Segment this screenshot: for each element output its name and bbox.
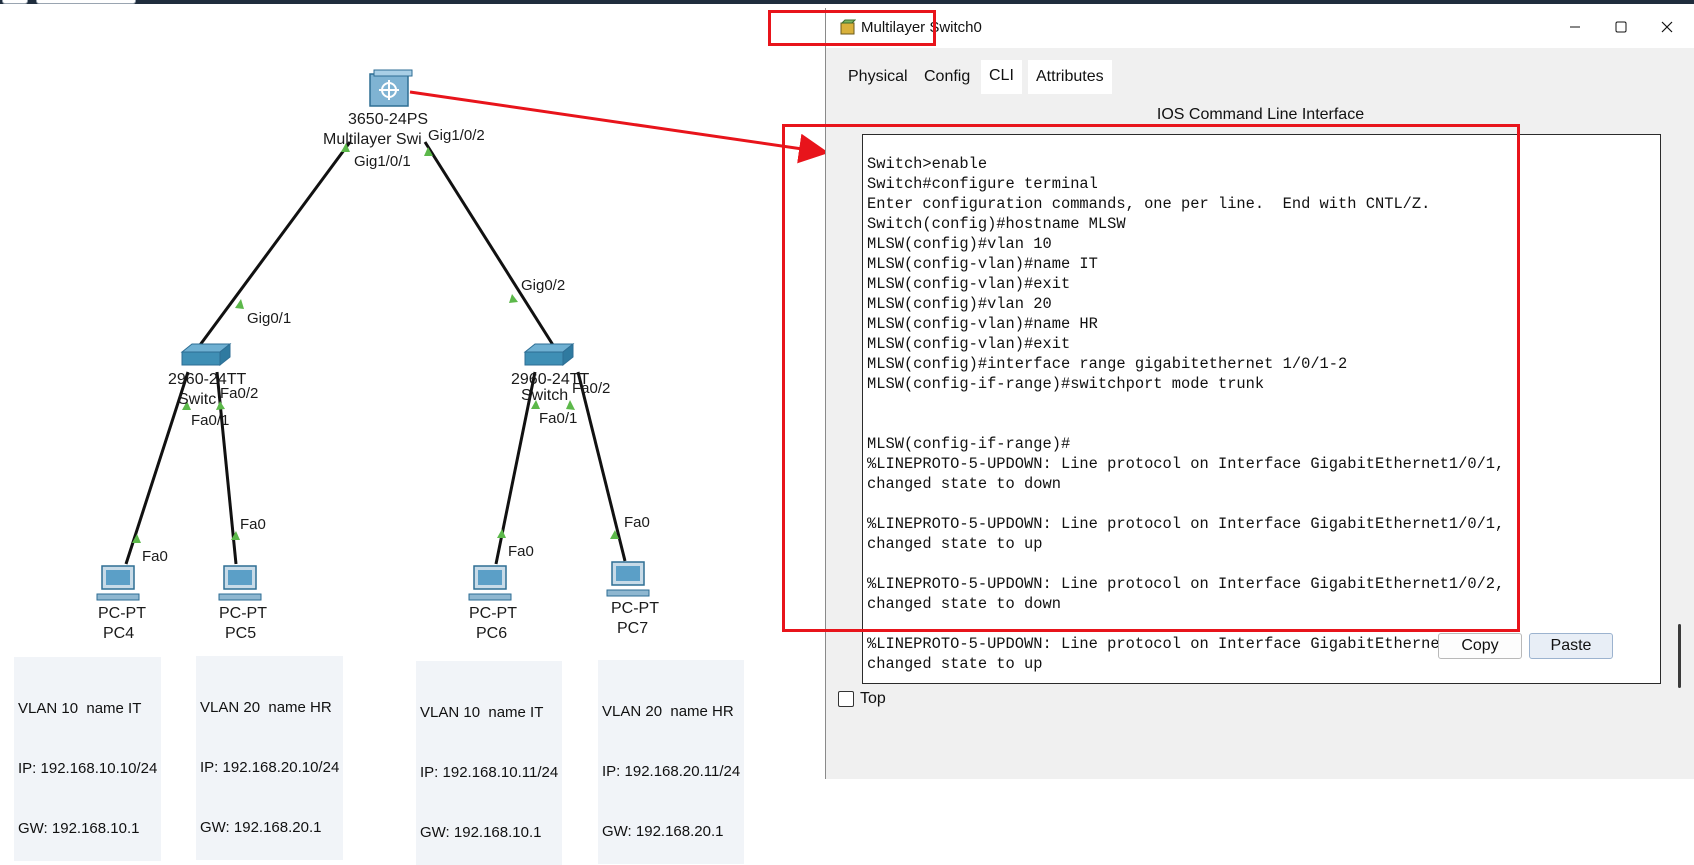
pc-note: VLAN 10 name IT IP: 192.168.10.11/24 GW:…	[416, 661, 563, 865]
minimize-button[interactable]	[1552, 12, 1598, 42]
cli-console[interactable]: Switch>enable Switch#configure terminal …	[862, 134, 1661, 684]
pc-icon[interactable]	[96, 565, 140, 601]
switch-name: Switch	[521, 387, 568, 404]
port-label: Fa0/2	[220, 385, 258, 402]
annotation-arrow	[409, 90, 825, 164]
switch-model: 2960-24TT	[511, 371, 589, 388]
tab-attributes[interactable]: Attributes	[1028, 60, 1112, 94]
port-label: Fa0/1	[191, 412, 229, 429]
port-label: Gig0/1	[247, 310, 291, 327]
note-ip: IP: 192.168.10.11/24	[420, 764, 559, 781]
link-core-sw1	[198, 141, 352, 346]
topology-canvas[interactable]: 3650-24PS Multilayer Swi Gig1/0/2 Gig1/0…	[0, 0, 825, 779]
scrollbar-thumb[interactable]	[1678, 624, 1681, 688]
link-sw1-pc4	[124, 371, 190, 565]
tab-config[interactable]: Config	[924, 68, 971, 85]
close-button[interactable]	[1644, 12, 1690, 42]
port-label: Fa0/1	[539, 410, 577, 427]
cli-highlight-box	[782, 124, 1520, 632]
top-option: Top	[838, 690, 886, 708]
port-up-icon	[509, 294, 518, 303]
port-up-icon	[182, 401, 191, 410]
multilayer-switch-icon[interactable]	[369, 69, 413, 107]
pc-type: PC-PT	[469, 605, 517, 622]
note-gw: GW: 192.168.10.1	[18, 820, 140, 837]
pc-name: PC6	[476, 625, 507, 642]
switch-model: 2960-24TT	[168, 371, 246, 388]
switch-name: Switc	[178, 391, 216, 408]
cli-output[interactable]: Switch>enable Switch#configure terminal …	[867, 155, 1505, 673]
close-icon	[1661, 21, 1673, 33]
pc-note: VLAN 20 name HR IP: 192.168.20.11/24 GW:…	[598, 660, 745, 864]
note-vlan: VLAN 10 name IT	[420, 704, 544, 721]
port-up-icon	[132, 534, 141, 543]
pc-icon[interactable]	[606, 561, 650, 597]
window-titlebar[interactable]: Multilayer Switch0	[826, 8, 1694, 48]
note-ip: IP: 192.168.10.10/24	[18, 760, 158, 777]
top-label: Top	[860, 690, 886, 707]
panel-title: IOS Command Line Interface	[1156, 106, 1365, 123]
note-vlan: VLAN 20 name HR	[602, 703, 734, 720]
maximize-button[interactable]	[1598, 12, 1644, 42]
title-highlight-box	[768, 10, 936, 46]
port-label: Gig1/0/2	[428, 127, 485, 144]
taskbar-button[interactable]	[2, 0, 28, 4]
port-up-icon	[566, 400, 575, 410]
pc-type: PC-PT	[98, 605, 146, 622]
port-status-markers	[132, 143, 619, 543]
pc-name: PC4	[103, 625, 134, 642]
port-label: Fa0	[142, 548, 168, 565]
pc-icon[interactable]	[468, 565, 512, 601]
cli-panel: IOS Command Line Interface Switch>enable…	[840, 94, 1681, 689]
copy-button[interactable]: Copy	[1438, 633, 1522, 659]
port-label: Gig1/0/1	[354, 153, 411, 170]
port-up-icon	[497, 529, 506, 538]
switch-icon[interactable]	[180, 342, 232, 367]
note-gw: GW: 192.168.20.1	[602, 823, 724, 840]
tab-physical[interactable]: Physical	[848, 68, 908, 85]
note-ip: IP: 192.168.20.11/24	[602, 763, 741, 780]
device-window: Multilayer Switch0 Physical Config CLI A…	[825, 8, 1694, 779]
port-up-icon	[216, 401, 225, 410]
switch-icon[interactable]	[523, 342, 575, 367]
note-ip: IP: 192.168.20.10/24	[200, 759, 340, 776]
port-up-icon	[231, 531, 240, 540]
pc-note: VLAN 10 name IT IP: 192.168.10.10/24 GW:…	[14, 657, 162, 861]
port-label: Fa0	[240, 516, 266, 533]
port-label: Fa0/2	[572, 380, 610, 397]
port-up-icon	[531, 400, 540, 409]
core-switch-model: 3650-24PS	[348, 111, 428, 128]
port-up-icon	[341, 143, 350, 152]
port-up-icon	[424, 147, 433, 156]
core-switch-name: Multilayer Swi	[323, 131, 422, 148]
multilayer-switch-icon	[840, 19, 856, 35]
pc-icon[interactable]	[218, 565, 262, 601]
paste-button[interactable]: Paste	[1529, 633, 1613, 659]
pc-name: PC7	[617, 620, 648, 637]
minimize-icon	[1570, 26, 1580, 28]
note-vlan: VLAN 10 name IT	[18, 700, 142, 717]
pc-note: VLAN 20 name HR IP: 192.168.20.10/24 GW:…	[196, 656, 344, 860]
note-gw: GW: 192.168.10.1	[420, 824, 542, 841]
taskbar-strip	[0, 0, 1694, 4]
pc-name: PC5	[225, 625, 256, 642]
note-gw: GW: 192.168.20.1	[200, 819, 322, 836]
tab-cli[interactable]: CLI	[981, 60, 1022, 97]
link-sw2-pc7	[576, 371, 627, 562]
port-up-icon	[610, 530, 619, 539]
maximize-icon	[1615, 21, 1627, 33]
port-label: Fa0	[624, 514, 650, 531]
window-title: Multilayer Switch0	[861, 19, 982, 36]
port-label: Gig0/2	[521, 277, 565, 294]
note-vlan: VLAN 20 name HR	[200, 699, 332, 716]
taskbar-button[interactable]	[36, 0, 136, 4]
pc-type: PC-PT	[219, 605, 267, 622]
top-checkbox[interactable]	[838, 691, 854, 707]
port-up-icon	[235, 299, 244, 309]
port-label: Fa0	[508, 543, 534, 560]
pc-type: PC-PT	[611, 600, 659, 617]
link-core-sw2	[423, 141, 555, 346]
